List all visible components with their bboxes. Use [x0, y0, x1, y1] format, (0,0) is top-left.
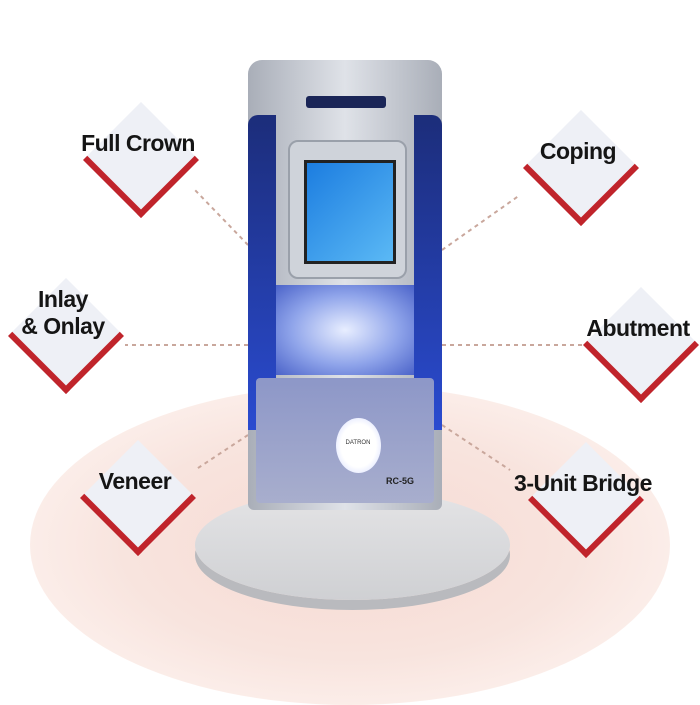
milling-chamber [276, 285, 414, 375]
arrow-full-crown [194, 189, 249, 246]
label-abutment: Abutment [583, 287, 699, 403]
arrow-veneer [194, 434, 249, 471]
label-inlay-onlay: Inlay& Onlay [8, 278, 124, 394]
label-coping: Coping [523, 110, 639, 226]
arrow-coping [441, 194, 521, 251]
top-slot [306, 96, 386, 108]
lower-cabinet: DATRON RC-5G [256, 378, 434, 503]
touchscreen-frame [288, 140, 407, 279]
label-veneer: Veneer [80, 440, 196, 556]
label-3-unit-bridge: 3-Unit Bridge [514, 442, 652, 558]
arrow-bridge [441, 424, 511, 471]
milling-machine: DATRON RC-5G [248, 60, 442, 510]
touchscreen [304, 160, 396, 264]
light-orb [336, 418, 381, 473]
label-full-crown: Full Crown [81, 102, 199, 218]
left-blue-panel [248, 115, 276, 430]
model-label: RC-5G [385, 476, 414, 486]
brand-logo: DATRON [345, 440, 371, 446]
right-blue-panel [414, 115, 442, 430]
